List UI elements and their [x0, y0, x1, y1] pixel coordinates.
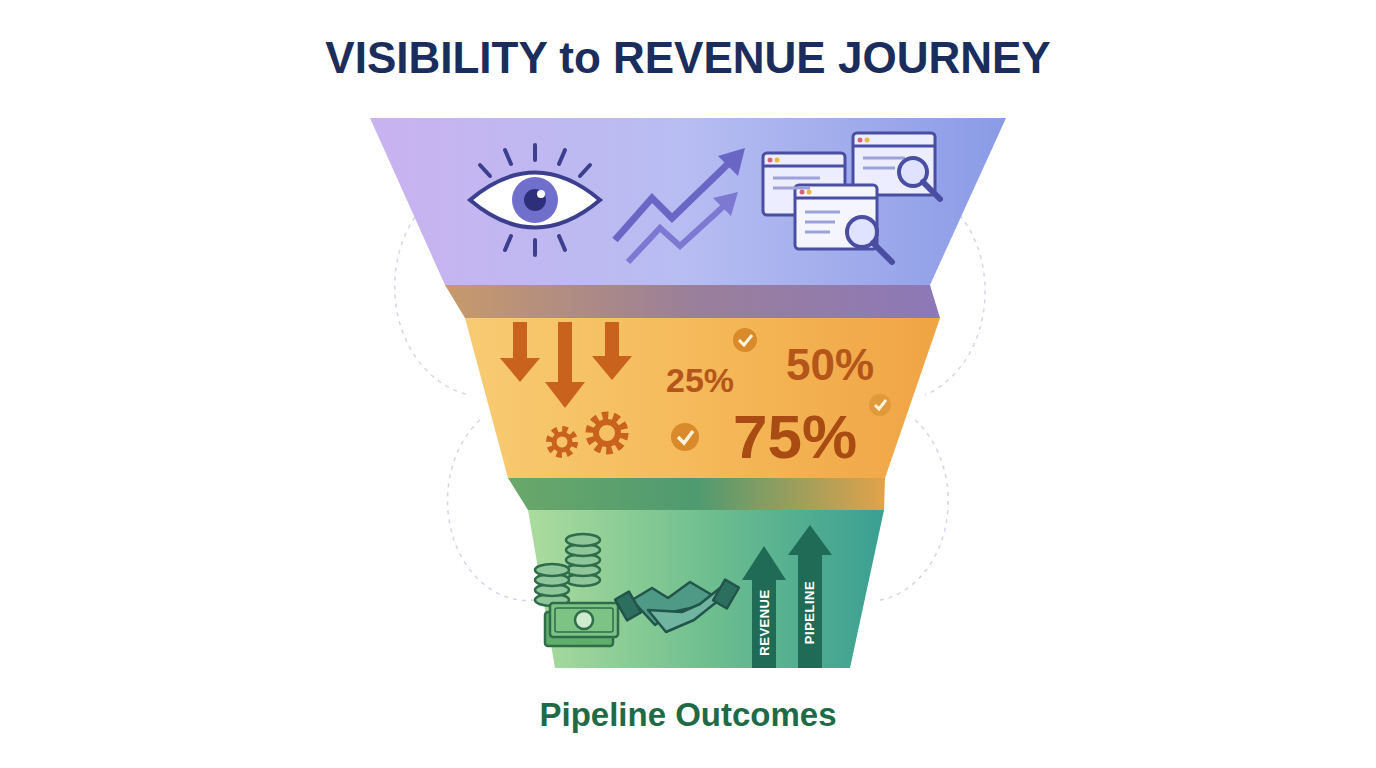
outcome-band: REVENUE PIPELINE [528, 510, 884, 668]
arrow-label: PIPELINE [804, 580, 817, 643]
funnel-twist [508, 478, 885, 510]
percentage-label: 75% [733, 406, 857, 468]
band-shape [465, 318, 940, 478]
browser-search-icons [763, 133, 940, 262]
percentage-label: 50% [786, 343, 874, 387]
up-arrow [742, 546, 786, 668]
diagram-title: VISIBILITY to REVENUE JOURNEY [0, 34, 1376, 82]
eye-icon [470, 145, 600, 255]
conversion-band: 25% 50% 75% [465, 318, 940, 478]
visibility-band [370, 118, 1006, 285]
funnel-twist [445, 285, 940, 318]
up-arrow [788, 525, 832, 668]
percentage-label: 25% [666, 363, 734, 397]
band-shape [528, 510, 884, 668]
arrow-label: REVENUE [757, 589, 770, 655]
band-fill [528, 510, 884, 668]
trend-arrows [615, 148, 745, 262]
band-fill [465, 318, 940, 478]
diagram-caption: Pipeline Outcomes [0, 697, 1376, 733]
